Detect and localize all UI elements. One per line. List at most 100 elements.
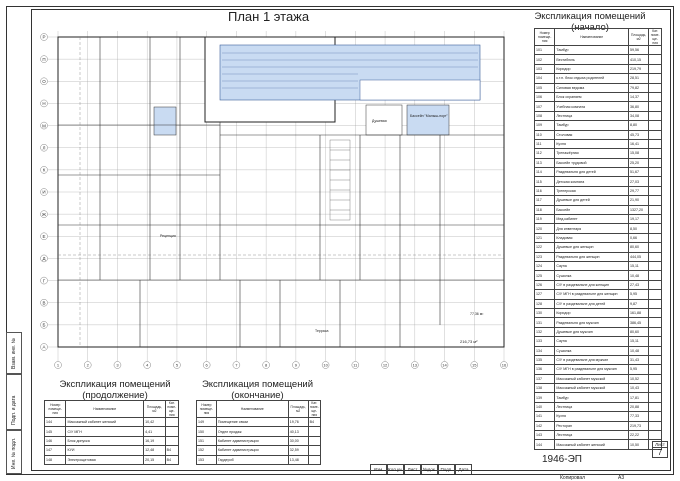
table-cell: 10,48 [627, 345, 650, 356]
axis-number: 1 [57, 363, 60, 368]
side-label: Инв. № подл. [11, 437, 17, 469]
table-cell: 124 [533, 260, 556, 272]
axis-letter: Г [43, 278, 46, 283]
table-cell: 150 [196, 426, 217, 437]
table-cell: Тренерская [554, 185, 629, 197]
table-cell [648, 298, 662, 309]
table-cell: Блок охраняем [554, 91, 629, 103]
table-cell [648, 185, 662, 197]
table-cell: 144 [533, 439, 556, 450]
table-cell: Сауна [554, 260, 629, 272]
table-header: Номер помеще-ния [533, 28, 556, 46]
table-cell: 386,45 [627, 317, 650, 328]
table-cell: 20,15 [143, 454, 166, 465]
axis-letter: Р [42, 35, 45, 40]
side-stamp-replace: Взам. инв. № [6, 332, 22, 374]
table-cell: Вестибюль [554, 54, 629, 65]
axis-letter: Б [43, 323, 46, 328]
table-cell [648, 364, 662, 375]
axis-marker [411, 361, 419, 369]
table-header: Площадь, м2 [287, 400, 309, 418]
table-cell: 1327,20 [627, 204, 650, 216]
axis-marker [40, 210, 48, 218]
table-cell: 10,42 [143, 416, 166, 428]
table-cell [648, 392, 662, 403]
axis-marker [321, 361, 330, 369]
stamp-cell: Лист [404, 464, 421, 474]
table-cell [648, 167, 662, 178]
table-cell: 121 [533, 232, 556, 244]
axis-letter: Ж [42, 212, 47, 217]
table-cell: 125 [533, 270, 556, 281]
axis-letter: В [42, 300, 45, 305]
table-cell [307, 435, 322, 447]
table-cell: 16,19 [143, 435, 166, 447]
table-cell: 152 [196, 445, 217, 456]
footer-copied: Копировал [560, 475, 586, 481]
side-stamp-sign: Подп. и дата [6, 374, 22, 430]
table-header: Номер помеще-ния [196, 400, 217, 418]
table-cell: 112 [533, 148, 556, 159]
table-cell: 32,59 [287, 445, 309, 456]
table-cell: 410,15 [627, 54, 650, 65]
table-cell [648, 138, 662, 150]
table-cell: 17,81 [627, 392, 650, 403]
table-cell: 102 [533, 54, 556, 65]
axis-marker [381, 361, 389, 369]
table-cell: 133 [533, 336, 556, 347]
table-cell: 219,79 [627, 63, 650, 75]
table-cell: 22,22 [627, 429, 650, 441]
table-header: Наименование [554, 28, 629, 46]
table-cell: 10,48 [627, 270, 650, 281]
table-cell [648, 260, 662, 272]
table-cell: 15,08 [627, 148, 650, 159]
axis-marker [40, 321, 48, 329]
table-cell: 134 [533, 345, 556, 356]
table-cell: 219,73 [627, 420, 650, 432]
doc-code: 1946-ЭП [542, 454, 582, 465]
side-label: Подп. и дата [11, 395, 17, 425]
table-cell: Бассейн [554, 204, 629, 216]
table-cell [648, 44, 662, 56]
table-cell [648, 63, 662, 75]
table-cell: В4 [307, 416, 322, 428]
table-cell: 104 [533, 73, 556, 84]
table-cell: 132 [533, 326, 556, 338]
table-cell: Тамбур [554, 44, 629, 56]
room-label: Бассейн "Малыш-порт" [410, 114, 449, 118]
table-cell [648, 420, 662, 432]
table-cell: Бассейн трудовой [554, 157, 629, 169]
axis-marker [84, 361, 92, 369]
axis-marker [203, 361, 211, 369]
table-cell: 21,90 [627, 195, 650, 206]
stamp-cell: №док. [421, 464, 438, 474]
table-cell: Сушилка [554, 345, 629, 356]
stamp-cell: Дата [455, 464, 472, 474]
table-cell: 148 [43, 454, 67, 465]
table-cell [648, 204, 662, 216]
table-cell [648, 73, 662, 84]
axis-number: 2 [87, 363, 90, 368]
axis-marker [40, 343, 48, 351]
table-cell: Массажный кабинет мужской [554, 373, 629, 385]
